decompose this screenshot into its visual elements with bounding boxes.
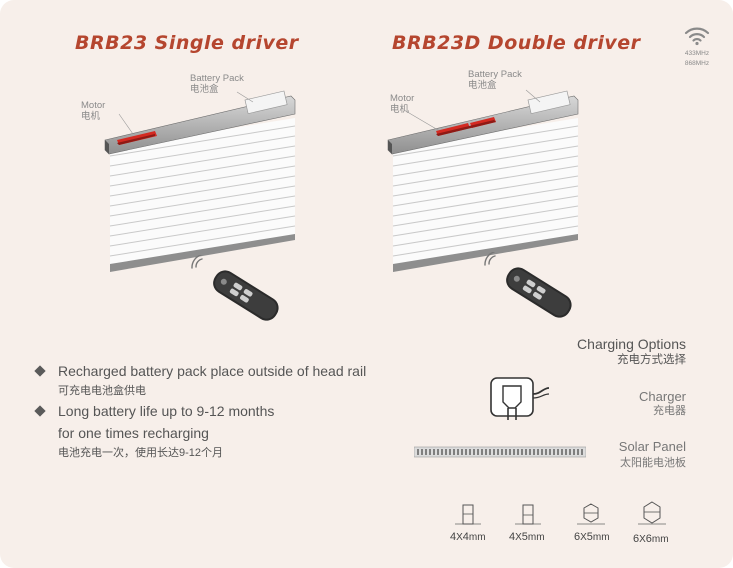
double-motor-label-cn: 电机 [390,104,410,115]
remote-control-left [190,254,290,330]
frequency-868: 868MHz [684,60,710,67]
single-motor-label-cn: 电机 [81,111,101,122]
single-motor-label: Motor [81,100,106,111]
feature-1-text-cn: 可充电电池盒供电 [58,385,146,397]
shaft-square-4x4-icon [455,502,481,528]
single-driver-blind-illustration [95,88,300,278]
shaft-size-4x5: 4X5mm [509,531,545,543]
charging-options-title: Charging Options [577,336,686,352]
shaft-square-4x5-icon [515,502,541,528]
double-battery-label-cn: 电池盒 [468,80,497,91]
bullet-diamond-icon [34,405,46,417]
charger-image [483,368,551,428]
single-battery-label-cn: 电池盒 [190,84,219,95]
remote-control-right [483,251,583,327]
wifi-icon [684,24,710,46]
shaft-size-4x4: 4X4mm [450,531,486,543]
frequency-433: 433MHz [684,50,710,57]
feature-2-text-line2: for one times recharging [58,425,209,441]
single-driver-title: BRB23 Single driver [75,32,299,54]
solar-panel-image [413,445,587,459]
solar-panel-label-cn: 太阳能电池板 [620,457,686,469]
double-driver-title: BRB23D Double driver [392,32,641,54]
charger-label-cn: 充电器 [653,405,686,417]
bullet-diamond-icon [34,365,46,377]
double-motor-label: Motor [390,93,415,104]
shaft-size-6x6: 6X6mm [633,533,669,545]
double-battery-label: Battery Pack [468,69,522,80]
solar-panel-label: Solar Panel [618,439,686,454]
feature-2-text: Long battery life up to 9-12 months [58,403,275,419]
charging-options-title-cn: 充电方式选择 [617,354,686,366]
feature-2-text-cn: 电池充电一次，使用长达9-12个月 [58,447,224,459]
shaft-hex-6x5-icon [577,501,605,529]
single-battery-label: Battery Pack [190,73,244,84]
charger-label: Charger [639,389,686,404]
shaft-hex-6x6-icon [638,499,666,529]
feature-1-text: Recharged battery pack place outside of … [58,363,367,379]
shaft-size-6x5: 6X5mm [574,531,610,543]
double-driver-blind-illustration [378,88,583,278]
